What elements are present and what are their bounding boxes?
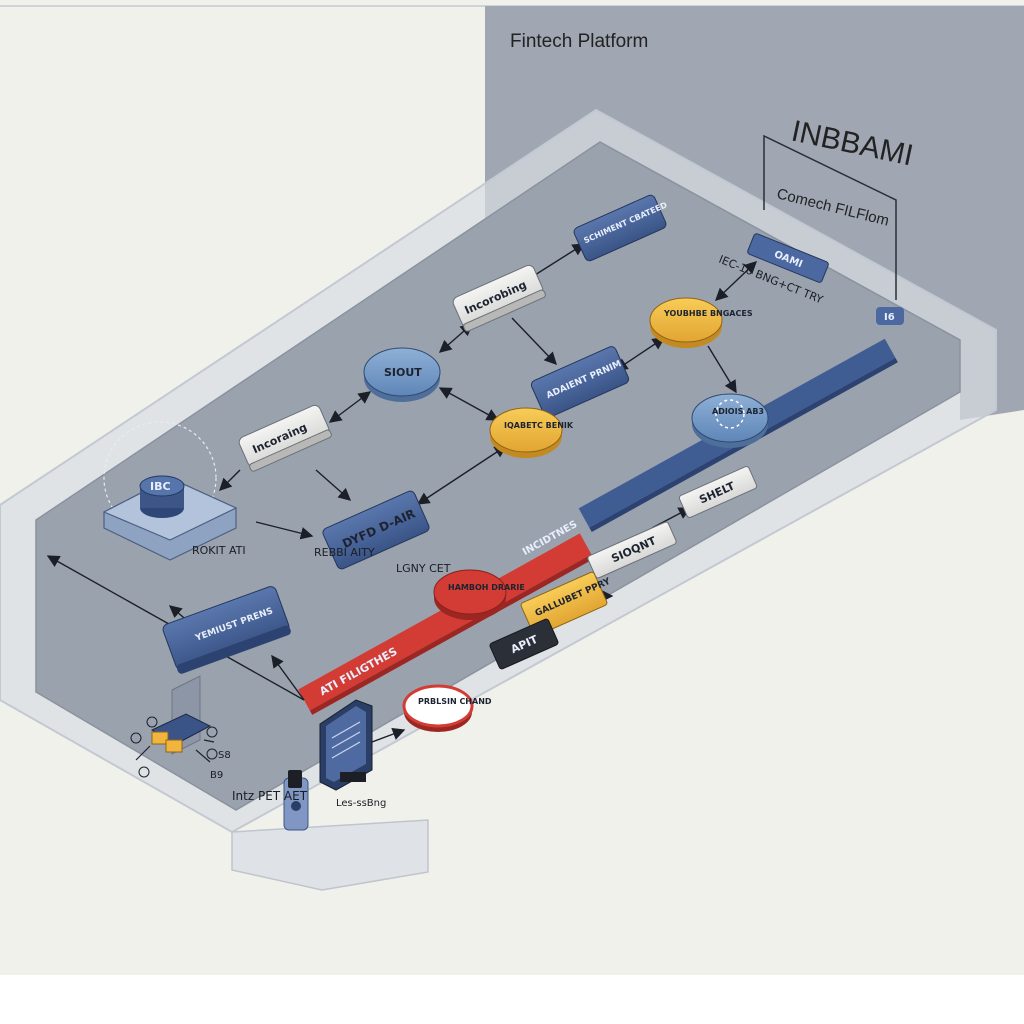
sioqnt-node[interactable]: SIOQNT <box>587 521 677 579</box>
actios-node-label: ADIOIS AB3 <box>712 407 764 416</box>
caption-s2: B9 <box>210 770 223 781</box>
problem-node-label: PRBLSIN CHAND <box>418 697 492 706</box>
core-db-device: IBC <box>102 421 238 561</box>
caption-lessing: Les-ssBng <box>336 798 386 809</box>
apit-node[interactable]: APIT <box>489 618 559 670</box>
caption-rebbi: REBBI AITY <box>314 546 375 559</box>
caption-intz: Intz PET AET <box>232 789 308 803</box>
bottom-strip <box>0 975 1024 1024</box>
youbhe-node[interactable]: YOUBHBE BNGACES <box>649 297 753 348</box>
core-db-label: IBC <box>150 480 171 493</box>
iqabetc-node-label: IQABETC BENIK <box>504 421 574 430</box>
page-title: Fintech Platform <box>510 31 648 52</box>
actios-node[interactable]: ADIOIS AB3 <box>691 393 769 448</box>
band-end-badge-label: I6 <box>884 312 895 323</box>
iqabetc-node[interactable]: IQABETC BENIK <box>489 407 574 458</box>
brand-panel-frame <box>763 134 897 300</box>
terminal-device <box>319 699 373 791</box>
caption-rokit: ROKIT ATI <box>192 544 246 557</box>
hub-node[interactable]: HAMBOH DRARIE <box>433 569 525 620</box>
siout-node-label: SIOUT <box>384 366 422 379</box>
coins-cluster <box>130 675 218 778</box>
problem-node[interactable]: PRBLSIN CHAND <box>402 684 492 732</box>
payment-node[interactable]: YEMIUST PRENS <box>161 585 292 675</box>
caption-lgny: LGNY CET <box>396 562 451 575</box>
oami-node[interactable]: OAMI <box>747 233 829 283</box>
siout-node[interactable]: SIOUT <box>363 347 441 402</box>
youbhe-node-label: YOUBHBE BNGACES <box>663 309 753 318</box>
hub-node-label: HAMBOH DRARIE <box>448 583 525 592</box>
band-end-badge: I6 <box>876 307 904 325</box>
mobile-phone <box>283 770 309 831</box>
caption-s1: S8 <box>218 750 231 761</box>
platform-pedestal <box>231 819 429 891</box>
